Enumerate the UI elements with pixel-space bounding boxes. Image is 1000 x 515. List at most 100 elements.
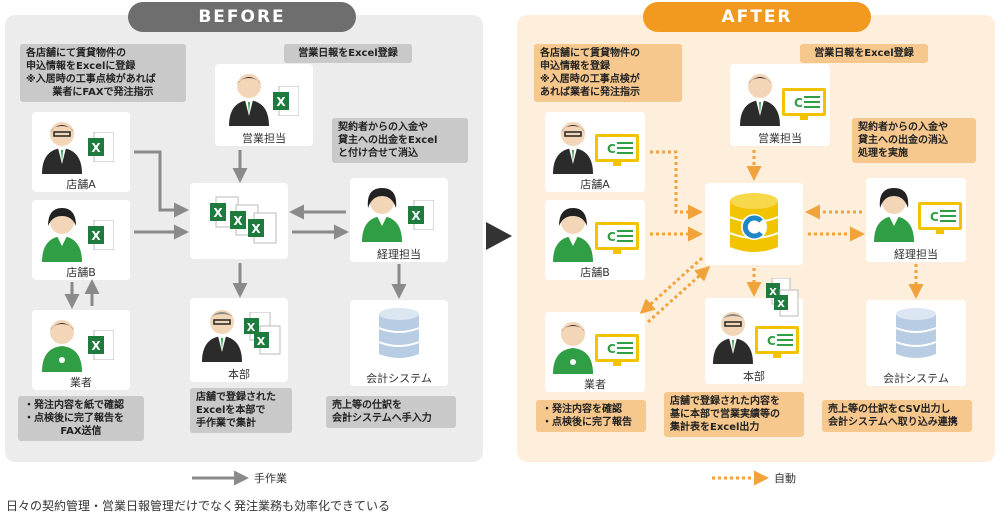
- note-line: ・発注内容を確認: [542, 404, 622, 415]
- after-store-a-card: C 店舗A: [545, 112, 645, 192]
- after-accounting-note: 契約者からの入金や 貸主への出金の消込 処理を実施: [852, 118, 976, 163]
- cloud-database-icon: [729, 193, 779, 252]
- before-hq-label: 本部: [228, 368, 250, 381]
- after-header: AFTER: [643, 2, 871, 32]
- note-line: Excelを本部で: [196, 405, 266, 416]
- before-hq-note: 店舗で登録された Excelを本部で 手作業で集計: [190, 388, 292, 433]
- note-line: 処理を実施: [858, 148, 908, 159]
- after-sales-note: 営業日報をExcel登録: [800, 44, 928, 63]
- database-icon: [895, 308, 937, 358]
- excel-icon: X: [408, 200, 434, 230]
- before-accounting-label: 経理担当: [377, 248, 421, 261]
- person-icon: [713, 312, 753, 364]
- svg-text:C: C: [607, 342, 616, 356]
- note-line: 申込情報をExcelに登録: [26, 61, 136, 72]
- before-accounting-card: X 経理担当: [350, 178, 448, 262]
- svg-text:C: C: [607, 230, 616, 244]
- svg-text:X: X: [257, 335, 266, 348]
- note-line: 売上等の仕訳を: [332, 400, 402, 411]
- note-line: 店舗で登録された内容を: [670, 396, 780, 407]
- after-hq-note: 店舗で登録された内容を 基に本部で営業実績等の 集計表をExcel出力: [664, 392, 804, 437]
- person-icon: [553, 122, 593, 174]
- person-icon: [874, 188, 914, 242]
- svg-text:X: X: [247, 321, 256, 334]
- note-line: あれば業者に発注指示: [540, 87, 640, 98]
- person-icon: [42, 122, 82, 174]
- after-store-note: 各店舗にて賃貸物件の 申込情報を登録 ※入居時の工事点検が あれば業者に発注指示: [534, 44, 682, 102]
- monitor-app-icon: C: [782, 88, 826, 120]
- after-database-card: [705, 183, 803, 265]
- svg-text:X: X: [91, 141, 101, 155]
- after-system-card: 会計システム: [866, 300, 966, 386]
- before-accounting-note: 契約者からの入金や 貸主への出金をExcel と付け合せて消込: [332, 118, 468, 163]
- before-store-a-label: 店舗A: [66, 178, 96, 191]
- note-line: 売上等の仕訳をCSV出力し: [828, 404, 951, 415]
- note-line: 各店舗にて賃貸物件の: [26, 48, 126, 59]
- svg-text:C: C: [930, 210, 939, 224]
- after-sales-label: 営業担当: [758, 132, 802, 145]
- excel-stack-icon: X X X: [210, 196, 277, 244]
- person-icon: [740, 74, 780, 126]
- person-icon: [553, 208, 593, 262]
- svg-text:X: X: [233, 214, 243, 228]
- before-vendor-note: ・発注内容を紙で確認 ・点検後に完了報告を FAX送信: [18, 396, 144, 441]
- svg-text:X: X: [251, 222, 261, 236]
- note-line: ・点検後に完了報告: [542, 417, 632, 428]
- before-system-label: 会計システム: [366, 372, 432, 385]
- after-vendor-note: ・発注内容を確認 ・点検後に完了報告: [536, 400, 646, 432]
- before-system-note: 売上等の仕訳を 会計システムへ手入力: [326, 396, 456, 428]
- before-store-b-card: X 店舗B: [32, 200, 130, 280]
- monitor-app-icon: C: [595, 334, 639, 366]
- person-icon: [42, 208, 82, 262]
- monitor-app-icon: C: [595, 222, 639, 254]
- person-icon: [229, 74, 269, 126]
- note-line: 業者にFAXで発注指示: [52, 87, 154, 98]
- before-store-a-card: X 店舗A: [32, 112, 130, 192]
- note-line: 各店舗にて賃貸物件の: [540, 48, 640, 59]
- after-accounting-card: C 経理担当: [866, 178, 966, 262]
- database-icon: [378, 308, 420, 358]
- note-line: 契約者からの入金や: [858, 122, 948, 133]
- monitor-app-icon: C: [918, 202, 962, 234]
- note-line: 会計システムへ手入力: [332, 413, 432, 424]
- footer-caption: 日々の契約管理・営業日報管理だけでなく発注業務も効率化できている: [6, 499, 391, 513]
- legend-label: 自動: [774, 472, 796, 485]
- svg-text:X: X: [276, 95, 286, 109]
- note-line: 手作業で集計: [196, 418, 256, 429]
- excel-stack-icon: X X: [766, 278, 799, 317]
- after-store-a-label: 店舗A: [580, 178, 610, 191]
- note-line: 集計表をExcel出力: [670, 422, 760, 433]
- note-line: ・点検後に完了報告を: [24, 413, 124, 424]
- before-hq-card: X X 本部: [190, 298, 288, 382]
- excel-icon: X: [88, 330, 114, 360]
- after-system-note: 売上等の仕訳をCSV出力し 会計システムへ取り込み連携: [822, 400, 972, 432]
- before-to-after-arrow: [486, 222, 512, 250]
- after-vendor-label: 業者: [584, 378, 606, 391]
- after-store-b-card: C 店舗B: [545, 200, 645, 280]
- note-line: ※入居時の工事点検が: [540, 74, 640, 85]
- before-sales-card: X 営業担当: [215, 64, 313, 146]
- after-hq-card: C 本部: [705, 298, 803, 384]
- before-store-b-label: 店舗B: [66, 266, 96, 279]
- svg-text:X: X: [769, 287, 777, 298]
- note-line: ・発注内容を紙で確認: [24, 400, 124, 411]
- svg-text:X: X: [91, 229, 101, 243]
- person-icon: [42, 320, 82, 372]
- note-line: 貸主への出金の消込: [858, 135, 948, 146]
- person-icon: [362, 188, 402, 242]
- person-icon: [202, 310, 242, 362]
- after-system-label: 会計システム: [883, 372, 949, 385]
- excel-stack-icon: X X: [244, 312, 281, 355]
- note-line: 契約者からの入金や: [338, 122, 428, 133]
- svg-text:X: X: [777, 299, 785, 310]
- before-vendor-label: 業者: [70, 376, 92, 389]
- svg-text:X: X: [91, 339, 101, 353]
- legend-label: 手作業: [254, 472, 287, 485]
- after-sales-card: C 営業担当: [730, 64, 830, 146]
- before-vendor-card: X 業者: [32, 310, 130, 390]
- person-icon: [553, 322, 593, 374]
- before-store-note: 各店舗にて賃貸物件の 申込情報をExcelに登録 ※入居時の工事点検があれば 業…: [20, 44, 186, 102]
- excel-icon: X: [88, 220, 114, 250]
- after-accounting-label: 経理担当: [894, 248, 938, 261]
- svg-text:X: X: [213, 206, 223, 220]
